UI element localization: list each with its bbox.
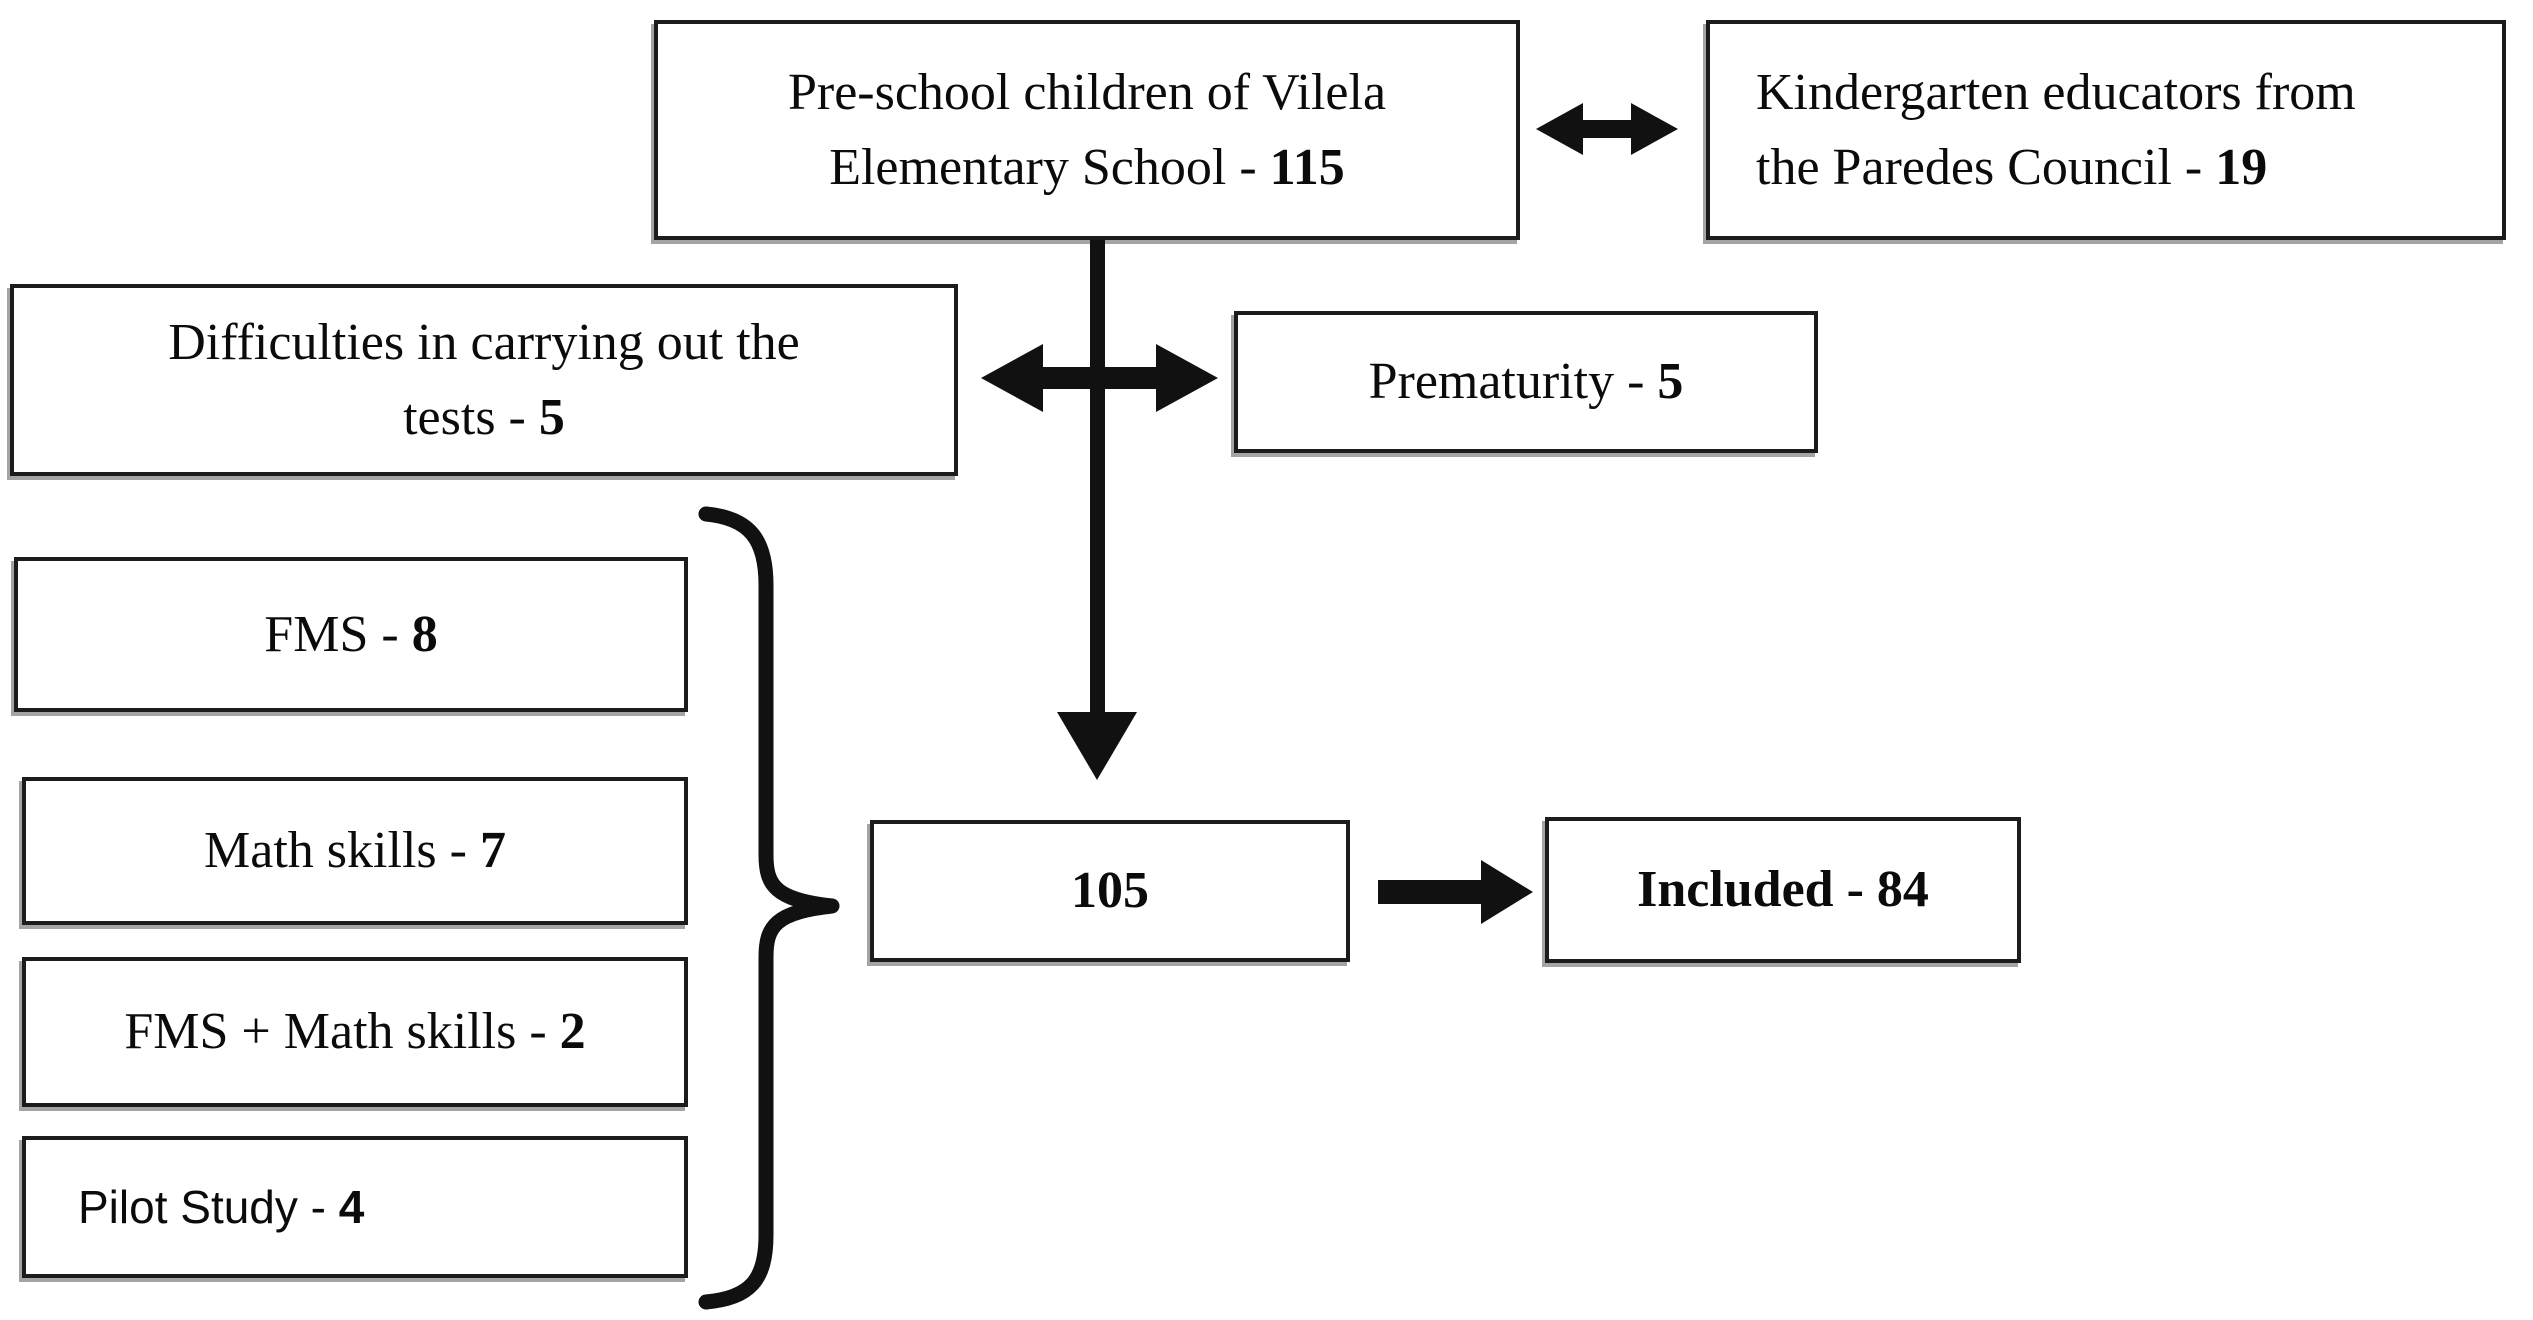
- box-label: FMS + Math skills -: [124, 1003, 560, 1061]
- box-value: 5: [538, 389, 565, 446]
- box-line: Included - 84: [1637, 852, 1929, 927]
- box-fms: FMS - 8: [14, 557, 688, 712]
- box-line: Math skills - 7: [204, 813, 506, 888]
- box-value: 4: [338, 1180, 365, 1233]
- box-prematurity: Prematurity - 5: [1234, 311, 1818, 453]
- box-value: 105: [1071, 862, 1149, 920]
- box-label: Pre-school children of Vilela: [787, 63, 1387, 121]
- box-label: FMS -: [264, 605, 412, 663]
- box-label: the Paredes Council -: [1756, 139, 2216, 196]
- curly-brace-icon: [698, 506, 840, 1310]
- box-label: Math skills -: [204, 822, 480, 880]
- box-difficulties: Difficulties in carrying out the tests -…: [10, 284, 958, 476]
- box-line: Pre-school children of Vilela Elementary…: [788, 55, 1386, 206]
- box-total-105: 105: [870, 820, 1350, 962]
- box-label: Prematurity -: [1368, 353, 1658, 411]
- box-value: 2: [559, 1003, 586, 1061]
- right-arrow-icon: [1378, 860, 1533, 924]
- box-label: Elementary School -: [829, 139, 1270, 196]
- down-arrow-icon: [1057, 240, 1137, 780]
- box-label: Pilot Study -: [78, 1180, 339, 1233]
- box-value: 5: [1657, 353, 1684, 411]
- box-value: 7: [479, 822, 506, 880]
- box-included: Included - 84: [1545, 817, 2021, 963]
- double-arrow-icon: [981, 344, 1218, 412]
- box-preschool-children: Pre-school children of Vilela Elementary…: [654, 20, 1520, 240]
- box-line: Prematurity - 5: [1369, 344, 1684, 419]
- box-fms-math-skills: FMS + Math skills - 2: [22, 957, 688, 1107]
- box-line: Difficulties in carrying out the tests -…: [168, 305, 800, 456]
- box-label: Difficulties in carrying out the: [168, 313, 800, 371]
- box-label: Kindergarten educators from: [1756, 63, 2356, 121]
- double-arrow-icon: [1536, 103, 1678, 155]
- box-kindergarten-educators: Kindergarten educators from the Paredes …: [1706, 20, 2506, 240]
- box-math-skills: Math skills - 7: [22, 777, 688, 925]
- box-line: FMS - 8: [264, 597, 437, 672]
- box-label: tests -: [403, 389, 539, 446]
- box-line: FMS + Math skills - 2: [124, 994, 585, 1069]
- box-value: 8: [411, 605, 438, 663]
- box-line: Kindergarten educators from the Paredes …: [1756, 55, 2356, 206]
- box-line: Pilot Study - 4: [78, 1174, 364, 1241]
- box-value: 115: [1269, 139, 1345, 196]
- box-pilot-study: Pilot Study - 4: [22, 1136, 688, 1278]
- box-value: Included - 84: [1637, 861, 1929, 919]
- box-value: 19: [2215, 139, 2268, 196]
- box-line: 105: [1071, 853, 1149, 928]
